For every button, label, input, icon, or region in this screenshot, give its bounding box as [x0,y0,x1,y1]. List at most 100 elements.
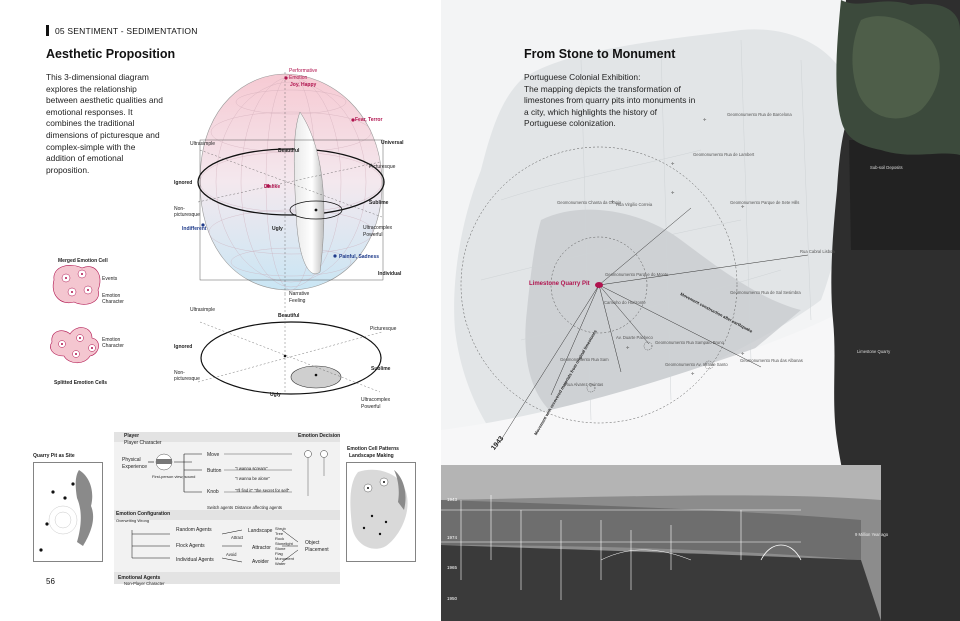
flow-non-player: Non-Player Character [124,581,165,586]
label-emotion-top: Emotion [289,75,308,81]
landscape-making-map [346,462,416,562]
label-individual: Individual [378,271,402,277]
flow-monument: Monument [275,556,294,561]
place-14: Geomonumento Rua das Albanas [740,358,803,363]
emotion-cells-diagram [50,265,101,364]
svg-text:✛: ✛ [671,161,675,166]
flow-attractor: Attractor [252,545,271,551]
cell-patterns-title: Emotion Cell Patterns [347,446,399,452]
place-15: Rua Cabral Lisboa [800,249,835,254]
svg-text:✛: ✛ [703,117,707,122]
flow-flag: Flag [275,551,283,556]
chapter-text: 05 SENTIMENT - SEDIMENTATION [55,25,198,36]
flow-q1: "I wanna scream" [235,466,268,471]
flow-stone: Stone [275,546,286,551]
base-label-ultrasimple: Ultrasimple [190,307,216,313]
base-label-ugly: Ugly [270,392,281,398]
flow-rock: Rock [275,536,285,541]
label-narrative: Narrative [289,291,310,297]
label-feeling: Feeling [289,298,306,304]
place-3: Geomonumento Chanta da Granja [557,200,622,205]
merged-cell-title: Merged Emotion Cell [58,258,108,264]
flow-first-person: First-person view, sound [152,474,196,479]
place-9: Geomonumento Rua Sampaio Bruno [655,340,724,345]
flow-placement: Placement [305,547,329,553]
flow-random-agents: Random Agents [176,527,212,533]
split-cell-title: Splitted Emotion Cells [54,380,108,386]
place-1: Geomonumento Rua de Barcelona [727,112,792,117]
timeline-1974: 1974 [447,535,458,540]
label-beautiful: Beautiful [278,148,300,154]
flow-button: Button [207,468,222,474]
place-12: Rua Alvarez Quintas [565,382,604,387]
base-ellipse [200,321,382,395]
label-ignored: Ignored [174,180,193,186]
flow-water: Water [275,561,286,566]
flow-tree: Tree [275,531,284,536]
base-label-powerful: Powerful [361,404,381,410]
flow-q3: "I'll find it" "the secret for self" [235,488,290,493]
place-8: Av. Duarte Pacheco [616,335,653,340]
label-ultrasimple: Ultrasimple [190,141,216,147]
label-joy: Joy, Happy [290,82,317,88]
flow-avoider: Avoider [252,559,269,565]
flow-emotion-decision: Emotion Decision [298,433,341,439]
place-2: Geomonumento Rua de Lambert [693,152,755,157]
flow-q2: "I wanna be alone" [235,476,270,481]
flow-physical: Physical [122,457,141,463]
svg-text:✛: ✛ [741,351,745,356]
place-6: Geomonumento Parque do Monte [605,272,669,277]
flow-overlapping: Overwriting Wrong [116,518,150,523]
svg-text:✛: ✛ [741,204,745,209]
cell-character: Character [102,299,124,305]
svg-text:✛: ✛ [691,371,695,376]
base-label-ignored: Ignored [174,344,193,350]
flow-player: Player [124,433,140,439]
page-title-right: From Stone to Monument [524,47,676,61]
landscape-making-title: Landscape Making [349,453,394,459]
body-text-left: This 3-dimensional diagram explores the … [46,72,163,175]
limestone-quarry-label: Limestone Quarry [857,349,891,354]
chapter-label: 05 SENTIMENT - SEDIMENTATION [46,25,198,36]
base-label-picturesque2: picturesque [174,376,200,382]
cell-emotion-2: Emotion [102,337,121,343]
page-title-left: Aesthetic Proposition [46,47,176,61]
flow-individual-agents: Individual Agents [176,557,214,563]
label-powerful: Powerful [363,232,383,238]
base-label-sublime: Sublime [371,366,391,372]
flow-move: Move [207,452,220,458]
flow-emotion-config: Emotion Configuration [116,511,171,517]
flow-flock-agents: Flock Agents [176,543,205,549]
base-label-ultracomplex: Ultracomplex [361,397,391,403]
flow-knob: Knob [207,489,219,495]
label-performative: Performative [289,68,318,74]
million-label: 9 Million Year ago [855,532,889,537]
base-inner-ellipse [290,365,342,389]
place-10: Geomonumento Rua de Sal Sesimbra [730,290,801,295]
timeline-1950: 1950 [447,596,458,601]
right-page: ✛✛ ✛✛ ✛✛ ✛✛ [441,0,960,621]
cell-character-2: Character [102,343,124,349]
base-label-picturesque: Picturesque [370,326,397,332]
label-picturesque2: picturesque [174,212,200,218]
sub-deposits-label: Sub-soil Deposits [870,165,903,170]
flow-shrub: Shrub [275,526,286,531]
svg-text:✛: ✛ [626,345,630,350]
label-ugly: Ugly [272,226,283,232]
flow-avoid: Avoid [226,552,237,557]
flow-distance: Distance affecting agents [235,505,282,510]
body-text-right-content: Portuguese Colonial Exhibition: The mapp… [524,72,696,129]
label-fear: Fear, Terror [355,117,383,123]
emotion-lens [293,111,325,274]
quarry-pit-label: Limestone Quarry Pit [529,281,590,287]
flow-player-character: Player Character [124,440,162,446]
flow-switch-agents: Switch agents [207,505,234,510]
cell-events: Events [102,276,118,282]
label-painful: Painful, Sadness [339,254,380,260]
place-5: Geomonumento Parque de Sete Hills [730,200,800,205]
place-11: Geomonumento Rua Sam [560,357,609,362]
flow-experience: Experience [122,464,148,470]
svg-text:✛: ✛ [671,190,675,195]
place-13: Geomonumento Av. Infante Santo [665,362,728,367]
base-label-non: Non- [174,370,185,376]
